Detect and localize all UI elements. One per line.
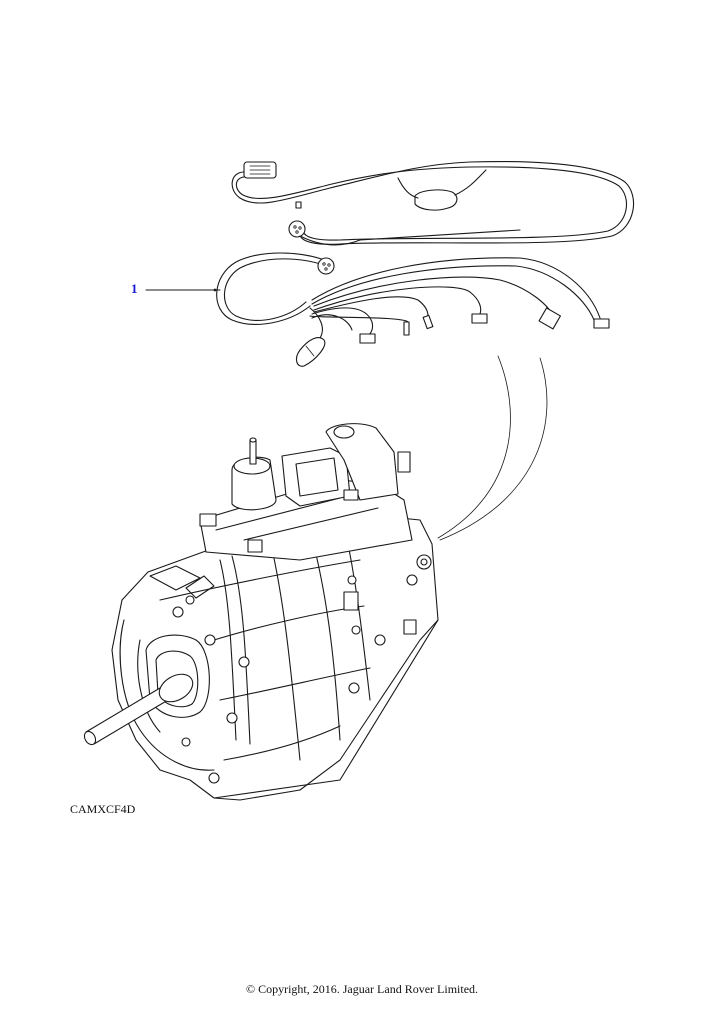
gearbox-assembly[interactable] — [82, 423, 439, 801]
copyright-notice: © Copyright, 2016. Jaguar Land Rover Lim… — [245, 982, 479, 996]
drawing-code: CAMXCF4D — [70, 802, 136, 816]
callout-number-1[interactable]: 1 — [131, 281, 138, 296]
leader-dot — [213, 288, 217, 292]
location-sweep-lines — [437, 355, 548, 541]
wiring-harness[interactable] — [213, 160, 634, 367]
